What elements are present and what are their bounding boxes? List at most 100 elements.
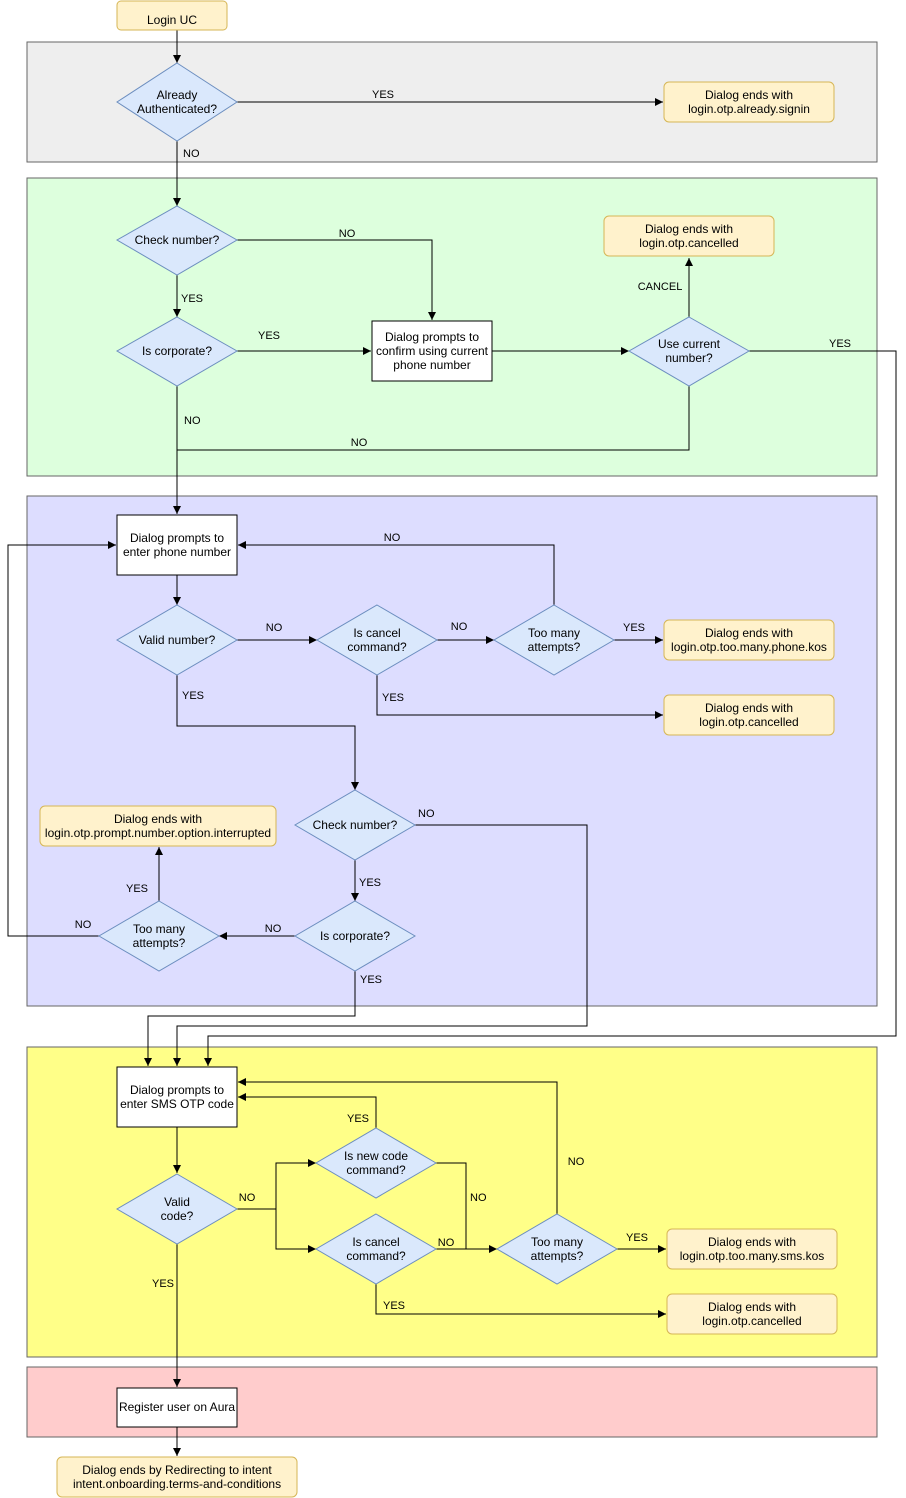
- edge-cancel1-yes: [376, 675, 663, 719]
- use-current-line-2: number?: [665, 351, 713, 365]
- edge-newcode-yes: [238, 1093, 377, 1128]
- end-interrupted-line-1: Dialog ends with: [114, 812, 202, 826]
- end-cancelled-3-line-2: login.otp.cancelled: [702, 1314, 801, 1328]
- label-cancel2-no: NO: [438, 1237, 455, 1249]
- confirm-current-line-2: confirm using current: [376, 344, 489, 358]
- already-auth-line-1: Already: [157, 88, 198, 102]
- end-cancelled-1-line-2: login.otp.cancelled: [639, 236, 738, 250]
- is-new-code-line-2: command?: [346, 1163, 406, 1177]
- label-newcode-yes: YES: [347, 1113, 369, 1125]
- label-valid-no: NO: [266, 622, 283, 634]
- label-corp2-no: NO: [265, 923, 282, 935]
- login-uc-line-1: Login UC: [147, 13, 197, 27]
- label-use-no: NO: [351, 437, 368, 449]
- end-too-many-sms-line-1: Dialog ends with: [708, 1235, 796, 1249]
- decision-is-corporate-1: Is corporate?: [115, 316, 239, 387]
- valid-code-line-2: code?: [161, 1209, 194, 1223]
- svg-text:Register user on Aura: Register user on Aura: [119, 1400, 235, 1414]
- svg-text:Dialog ends by Redirecting to: Dialog ends by Redirecting to intentinte…: [73, 1463, 281, 1491]
- too-many-2-line-1: Too many: [133, 922, 185, 936]
- decision-check-number-1: Check number?: [115, 205, 239, 276]
- label-check2-no: NO: [418, 808, 435, 820]
- decision-check-number-2: Check number?: [294, 789, 416, 861]
- svg-text:Login UC: Login UC: [147, 13, 197, 27]
- svg-text:Check number?: Check number?: [313, 818, 398, 832]
- too-many-3-line-1: Too many: [531, 1235, 583, 1249]
- label-corp1-no: NO: [184, 415, 201, 427]
- edge-use-yes: [204, 350, 897, 1066]
- end-too-many-phone-line-1: Dialog ends with: [705, 626, 793, 640]
- is-corporate-1-line-1: Is corporate?: [142, 344, 212, 358]
- label-use-cancel: CANCEL: [638, 281, 683, 293]
- end-cancelled-1-line-1: Dialog ends with: [645, 222, 733, 236]
- label-check1-no: NO: [339, 228, 356, 240]
- end-too-many-sms-line-2: login.otp.too.many.sms.kos: [680, 1249, 825, 1263]
- label-toomany2-yes: YES: [126, 883, 148, 895]
- edge-check1-no: [237, 239, 436, 320]
- edge-corp2-yes: [144, 971, 356, 1066]
- svg-text:Is corporate?: Is corporate?: [142, 344, 212, 358]
- is-corporate-2-line-1: Is corporate?: [320, 929, 390, 943]
- label-corp2-yes: YES: [360, 974, 382, 986]
- svg-text:Valid number?: Valid number?: [139, 633, 216, 647]
- label-toomany3-yes: YES: [626, 1232, 648, 1244]
- decision-is-corporate-2: Is corporate?: [294, 900, 416, 972]
- edges: [7, 30, 897, 1456]
- label-auth-yes: YES: [372, 89, 394, 101]
- label-check2-yes: YES: [359, 877, 381, 889]
- end-cancelled-3-line-1: Dialog ends with: [708, 1300, 796, 1314]
- end-cancelled-2-line-2: login.otp.cancelled: [699, 715, 798, 729]
- end-redirect-line-1: Dialog ends by Redirecting to intent: [82, 1463, 272, 1477]
- label-auth-no: NO: [183, 148, 200, 160]
- label-toomany1-yes: YES: [623, 622, 645, 634]
- edge-labels: YES NO NO YES YES NO CANCEL YES NO NO YE…: [75, 89, 851, 1312]
- terminal-login-uc: Login UC: [116, 0, 228, 31]
- label-newcode-no: NO: [470, 1192, 487, 1204]
- already-auth-line-2: Authenticated?: [137, 102, 217, 116]
- is-cancel-1-line-2: command?: [347, 640, 407, 654]
- end-already-signin-line-1: Dialog ends with: [705, 88, 793, 102]
- check-number-1-line-1: Check number?: [135, 233, 220, 247]
- is-cancel-1-line-1: Is cancel: [353, 626, 400, 640]
- end-already-signin-line-2: login.otp.already.signin: [688, 102, 810, 116]
- check-number-2-line-1: Check number?: [313, 818, 398, 832]
- label-toomany3-no: NO: [568, 1156, 585, 1168]
- too-many-3-line-2: attempts?: [531, 1249, 584, 1263]
- edge-toomany3-no: [238, 1078, 558, 1214]
- process-register-user: Register user on Aura: [116, 1387, 238, 1428]
- too-many-2-line-2: attempts?: [133, 936, 186, 950]
- edge-cancel2-yes: [375, 1284, 666, 1318]
- label-cancel2-yes: YES: [383, 1300, 405, 1312]
- edge-toomany2-no: [7, 541, 116, 937]
- too-many-1-line-2: attempts?: [528, 640, 581, 654]
- label-validcode-yes: YES: [152, 1278, 174, 1290]
